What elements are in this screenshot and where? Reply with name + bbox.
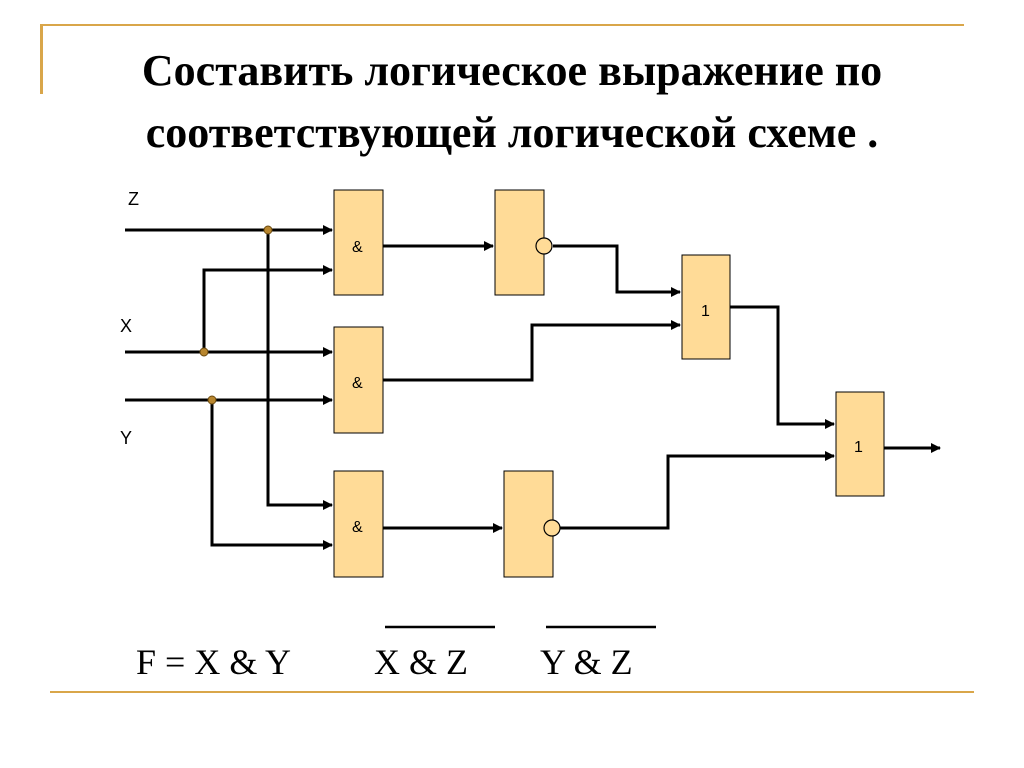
formula-term-2: X & Z [374,642,468,682]
or-gate-2-label: 1 [854,439,863,456]
and-gate-2: & [333,326,384,434]
inversion-bubble-2 [543,519,561,537]
junction-y [207,395,217,405]
or-gate-1-label: 1 [701,303,710,320]
inversion-bubble-1 [535,237,553,255]
accent-bar-vertical [40,24,43,94]
title-line-1: Составить логическое выражение по [141,46,883,95]
not-gate-1 [494,189,553,296]
wire-y-branch-to-and3 [210,400,333,550]
wire-and2-to-or1 [383,320,681,382]
wire-or1-to-or2 [730,305,835,429]
formula-prefix: F = X & Y [136,642,291,682]
junction-z [263,225,273,235]
input-label-y: Y [120,428,132,448]
or-gate-1: 1 [681,254,731,360]
input-label-x: X [120,316,132,336]
input-label-z: Z [128,189,139,209]
accent-line-top [40,24,964,26]
wire-x-branch-to-and1 [202,265,333,352]
not-gate-2 [503,470,561,578]
and-gate-1-label: & [352,239,363,256]
wire-not1-to-or1 [553,244,681,297]
wire-z-branch-to-and3 [266,230,333,510]
junction-x [199,347,209,357]
or-gate-2: 1 [835,391,885,497]
and-gate-3: & [333,470,384,578]
slide-title: Составить логическое выражение по соотве… [40,40,984,164]
and-gate-3-label: & [352,519,363,536]
and-gate-2-label: & [352,375,363,392]
wire-not2-to-or2 [560,451,835,530]
and-gate-1: & [333,189,384,296]
accent-line-bottom [50,691,974,693]
formula-term-3: Y & Z [540,642,633,682]
title-line-2: соответствующей логической схеме . [145,108,879,157]
